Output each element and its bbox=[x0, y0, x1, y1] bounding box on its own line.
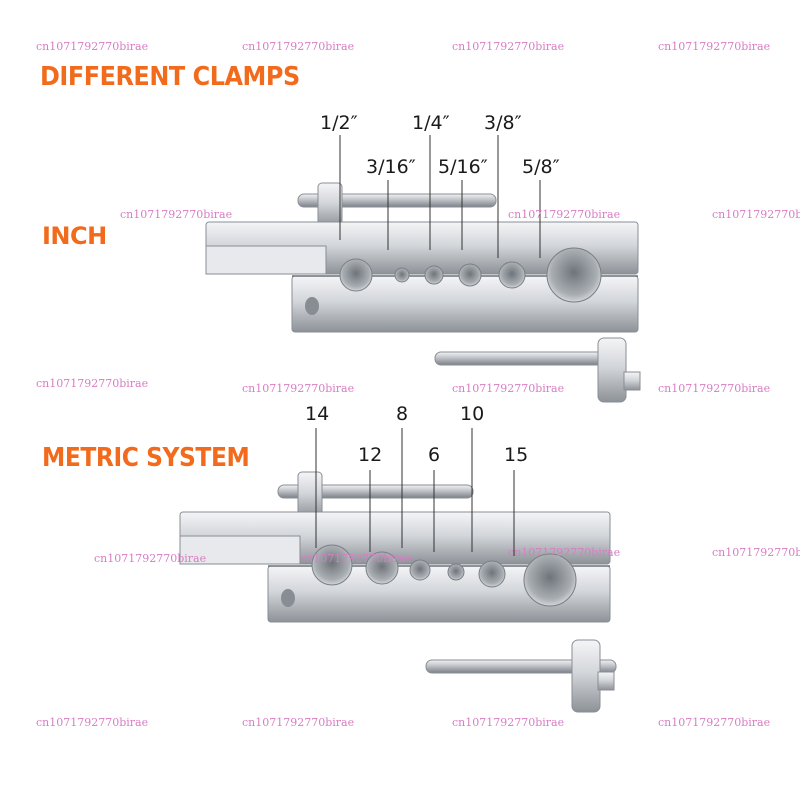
watermark: cn1071792770birae bbox=[712, 208, 800, 221]
metric-hole-6 bbox=[447, 563, 465, 581]
watermark: cn1071792770birae bbox=[36, 377, 149, 390]
metric-size-label: 10 bbox=[460, 403, 485, 425]
watermark: cn1071792770birae bbox=[242, 716, 355, 729]
metric-bottom-wingnut bbox=[571, 639, 601, 713]
inch-hole-1-4 bbox=[424, 265, 444, 285]
watermark: cn1071792770birae bbox=[36, 40, 149, 53]
inch-flaring-tool bbox=[205, 182, 641, 403]
heading-different-clamps: DIFFERENT CLAMPS bbox=[40, 62, 300, 92]
watermark: cn1071792770birae bbox=[712, 546, 800, 559]
metric-size-label: 6 bbox=[428, 444, 441, 466]
metric-leader-lines bbox=[315, 428, 515, 556]
metric-bottom-rod bbox=[425, 659, 617, 674]
metric-hole-15 bbox=[523, 553, 577, 607]
inch-top-wingnut bbox=[317, 182, 343, 228]
metric-hole-12 bbox=[365, 551, 399, 585]
metric-hole-8 bbox=[409, 559, 431, 581]
metric-top-wingnut bbox=[297, 471, 323, 519]
watermark: cn1071792770birae bbox=[242, 382, 355, 395]
inch-pin-hole bbox=[305, 297, 319, 315]
watermark: cn1071792770birae bbox=[452, 716, 565, 729]
metric-top-rod bbox=[277, 484, 474, 499]
metric-pin-hole bbox=[281, 589, 295, 607]
watermark: cn1071792770birae bbox=[508, 546, 621, 559]
metric-size-label: 8 bbox=[396, 403, 409, 425]
watermark: cn1071792770birae bbox=[508, 208, 621, 221]
metric-hole-14 bbox=[311, 544, 353, 586]
watermark: cn1071792770birae bbox=[242, 40, 355, 53]
watermark: cn1071792770birae bbox=[658, 716, 771, 729]
watermark: cn1071792770birae bbox=[452, 40, 565, 53]
watermark: cn1071792770birae bbox=[658, 382, 771, 395]
inch-hole-1-2 bbox=[339, 258, 373, 292]
inch-size-label: 3/8″ bbox=[484, 112, 522, 134]
watermark: cn1071792770birae bbox=[658, 40, 771, 53]
heading-inch: INCH bbox=[42, 222, 107, 250]
inch-bottom-rod bbox=[434, 351, 626, 366]
inch-size-label: 1/4″ bbox=[412, 112, 450, 134]
metric-handle-end bbox=[179, 535, 301, 565]
inch-leader-lines bbox=[339, 135, 541, 258]
watermark: cn1071792770birae bbox=[300, 552, 413, 565]
inch-top-rod bbox=[297, 193, 497, 208]
inch-hole-3-16 bbox=[394, 267, 410, 283]
inch-hole-3-8 bbox=[498, 261, 526, 289]
inch-hole-5-8 bbox=[546, 247, 602, 303]
metric-size-label: 12 bbox=[358, 444, 383, 466]
metric-size-label: 15 bbox=[504, 444, 529, 466]
watermark: cn1071792770birae bbox=[94, 552, 207, 565]
inch-size-label: 1/2″ bbox=[320, 112, 358, 134]
metric-hole-10 bbox=[478, 560, 506, 588]
watermark: cn1071792770birae bbox=[120, 208, 233, 221]
inch-hole-5-16 bbox=[458, 263, 482, 287]
watermark: cn1071792770birae bbox=[452, 382, 565, 395]
inch-size-label: 5/16″ bbox=[438, 156, 488, 178]
watermark: cn1071792770birae bbox=[36, 716, 149, 729]
inch-size-label: 3/16″ bbox=[366, 156, 416, 178]
inch-bottom-wingnut bbox=[597, 337, 627, 403]
metric-size-label: 14 bbox=[305, 403, 330, 425]
heading-metric-system: METRIC SYSTEM bbox=[42, 443, 250, 473]
inch-handle-end bbox=[205, 245, 327, 275]
metric-flaring-tool bbox=[179, 471, 617, 713]
inch-size-label: 5/8″ bbox=[522, 156, 560, 178]
